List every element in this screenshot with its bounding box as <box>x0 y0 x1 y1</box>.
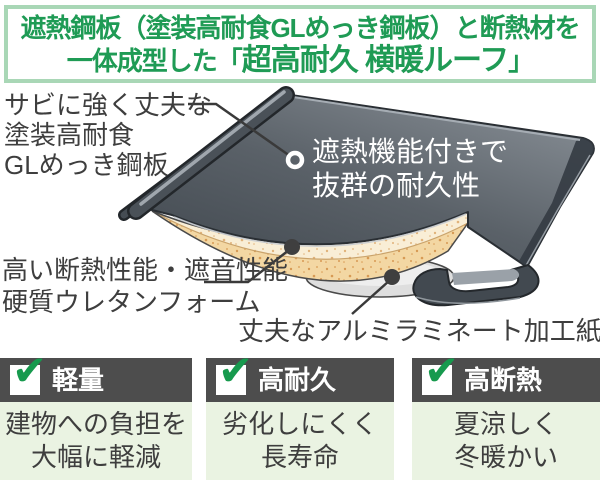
leader-line-paper <box>351 280 390 315</box>
feature-description: 夏涼しく 冬暖かい <box>412 402 600 480</box>
hook-hem <box>412 264 540 307</box>
header-line2-emphasis: 超高耐久 横暖ルーフ <box>241 44 510 77</box>
checkmark-icon: ✔ <box>218 347 254 394</box>
feature-title-bar: ✔ 軽量 <box>0 350 192 402</box>
header-line2-prefix: 一体成型した「 <box>66 46 243 76</box>
label-urethane-foam: 高い断熱性能・遮音性能 硬質ウレタンフォーム <box>2 254 288 318</box>
label-laminated-paper: 丈夫なアルミラミネート加工紙 <box>238 316 600 346</box>
hook-bottom-highlight <box>415 296 521 304</box>
label-foam-line1: 高い断熱性能・遮音性能 <box>2 255 289 285</box>
label-heat-shield: 遮熱機能付きで 抜群の耐久性 <box>312 135 508 203</box>
leader-lines <box>188 102 390 315</box>
steel-marker-ring <box>285 150 305 170</box>
feature-title: 高断熱 <box>464 365 543 395</box>
header-line2: 一体成型した「超高耐久 横暖ルーフ」 <box>8 44 592 78</box>
feature-desc-line1: 夏涼しく <box>453 409 558 439</box>
leader-line-steel <box>188 102 291 158</box>
label-steel-sheet: サビに強く丈夫な 塗装高耐食 GLめっき鋼板 <box>4 90 212 180</box>
cutaway-edge-highlight <box>173 213 467 247</box>
feature-desc-line1: 劣化しにくく <box>222 409 378 439</box>
feature-desc-line2: 大幅に軽減 <box>30 442 161 472</box>
hook-inner-face <box>452 269 520 285</box>
leader-line-foam <box>204 249 290 284</box>
checkbox-icon: ✔ <box>422 350 459 395</box>
feature-desc-line2: 冬暖かい <box>453 442 558 472</box>
foam-marker-dot <box>284 239 300 255</box>
feature-desc-line1: 建物への負担を <box>4 409 187 439</box>
panel-edge-highlight <box>523 154 591 270</box>
feature-desc-line2: 長寿命 <box>260 442 339 472</box>
checkmark-icon: ✔ <box>12 347 48 394</box>
feature-title: 高耐久 <box>258 365 337 395</box>
steel-sheet <box>139 94 595 270</box>
label-shield-line1: 遮熱機能付きで <box>312 136 509 167</box>
checkbox-icon: ✔ <box>216 350 253 395</box>
feature-durability: ✔ 高耐久 劣化しにくく 長寿命 <box>206 350 394 480</box>
label-foam-line2: 硬質ウレタンフォーム <box>2 287 261 317</box>
feature-description: 劣化しにくく 長寿命 <box>206 402 394 480</box>
feature-title: 軽量 <box>52 365 105 395</box>
feature-title-bar: ✔ 高耐久 <box>206 350 394 402</box>
feature-lightweight: ✔ 軽量 建物への負担を 大幅に軽減 <box>0 350 192 480</box>
label-shield-line2: 抜群の耐久性 <box>312 170 481 201</box>
ridge-seam <box>118 86 295 221</box>
label-steel-line1: サビに強く丈夫な <box>4 90 213 120</box>
feature-description: 建物への負担を 大幅に軽減 <box>0 402 192 480</box>
header-banner: 遮熱鋼板（塗装高耐食GLめっき鋼板）と断熱材を 一体成型した「超高耐久 横暖ルー… <box>4 5 596 83</box>
label-steel-line3: GLめっき鋼板 <box>4 150 169 180</box>
feature-title-bar: ✔ 高断熱 <box>412 350 600 402</box>
checkmark-icon: ✔ <box>424 347 460 394</box>
far-edge-highlight <box>292 96 581 141</box>
roof-cross-section-diagram: サビに強く丈夫な 塗装高耐食 GLめっき鋼板 遮熱機能付きで 抜群の耐久性 高い… <box>0 85 600 358</box>
roof-panel-illustration <box>118 86 595 315</box>
feature-insulation: ✔ 高断熱 夏涼しく 冬暖かい <box>412 350 600 480</box>
paper-marker-dot <box>384 269 400 285</box>
panel-edge-face <box>519 138 594 267</box>
feature-badges: ✔ 軽量 建物への負担を 大幅に軽減 ✔ 高耐久 劣化しにくく 長寿命 ✔ 高断… <box>0 350 600 480</box>
label-steel-line2: 塗装高耐食 <box>4 120 135 150</box>
header-line1: 遮熱鋼板（塗装高耐食GLめっき鋼板）と断熱材を <box>20 13 580 43</box>
header-line2-suffix: 」 <box>508 46 534 76</box>
checkbox-icon: ✔ <box>10 350 47 395</box>
